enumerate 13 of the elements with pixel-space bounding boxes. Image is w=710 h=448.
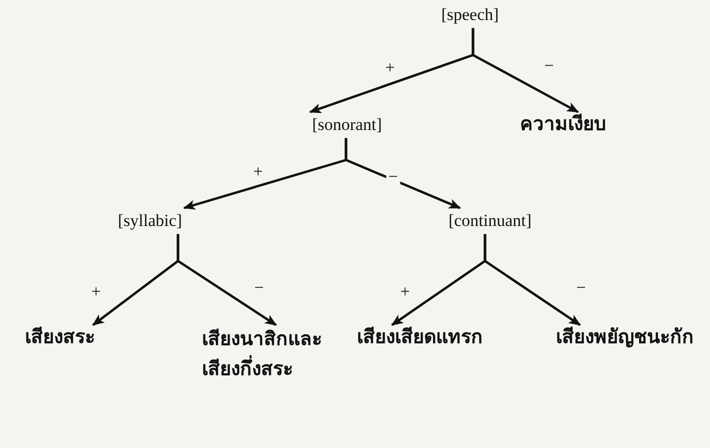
class-label: ความเงียบ [518, 112, 608, 138]
class-label: เสียงเสียดแทรก [355, 325, 485, 351]
arrow [484, 234, 581, 326]
class-label: เสียงสระ [23, 325, 97, 351]
class-label: เสียงพยัญชนะกัก [554, 325, 696, 351]
feature-label: [sonorant] [310, 112, 384, 138]
feature-label: [speech] [439, 2, 501, 28]
feature-label: [continuant] [446, 208, 534, 234]
arrow [176, 234, 277, 326]
arrow [472, 28, 579, 114]
feature-label: [syllabic] [116, 208, 184, 234]
class-label: เสียงนาสิกและเสียงกึ่งสระ [200, 325, 332, 385]
arrow [344, 138, 461, 210]
